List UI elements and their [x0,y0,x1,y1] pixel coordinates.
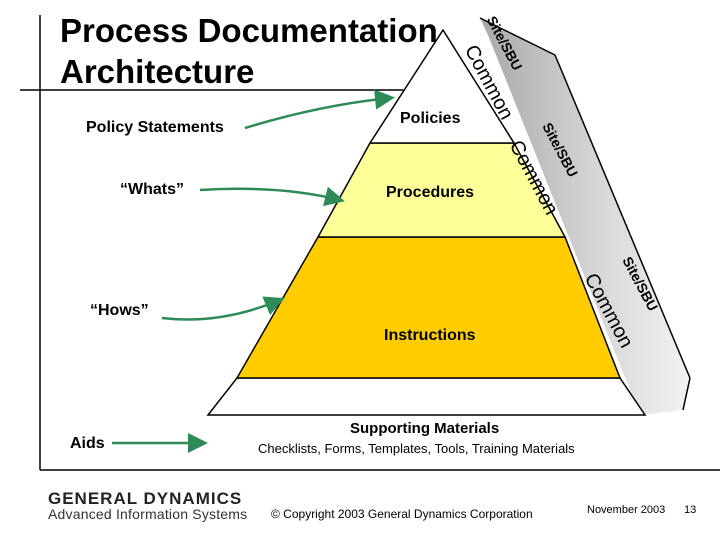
policy-statements-label: Policy Statements [86,119,224,136]
side-edge-right [554,54,691,379]
arrow-policy [244,89,395,130]
whats-label: “Whats” [120,181,184,198]
supporting-materials-title: Supporting Materials [350,420,500,437]
policies-label: Policies [400,110,461,127]
copyright-text: © Copyright 2003 General Dynamics Corpor… [271,507,533,521]
instructions-label: Instructions [384,327,476,344]
company-division-text: Advanced Information Systems [48,506,248,522]
hows-label: “Hows” [90,302,149,319]
date-text: November 2003 [587,504,666,516]
supporting-materials-list: Checklists, Forms, Templates, Tools, Tra… [258,441,575,456]
pyramid-side-face [480,18,690,415]
arrow-hows [161,296,285,321]
policies-tier [368,28,516,144]
supporting-tier [206,377,647,416]
side-edge-bottom [682,377,691,411]
company-logo-text: GENERAL DYNAMICS [48,489,243,508]
aids-label: Aids [70,435,105,452]
instructions-tier [235,236,622,379]
page-number: 13 [684,504,697,516]
side-edge-top [479,17,556,56]
page-title: Process Documentation Architecture [60,12,438,90]
arrow-whats [199,186,345,207]
procedures-label: Procedures [386,184,475,201]
